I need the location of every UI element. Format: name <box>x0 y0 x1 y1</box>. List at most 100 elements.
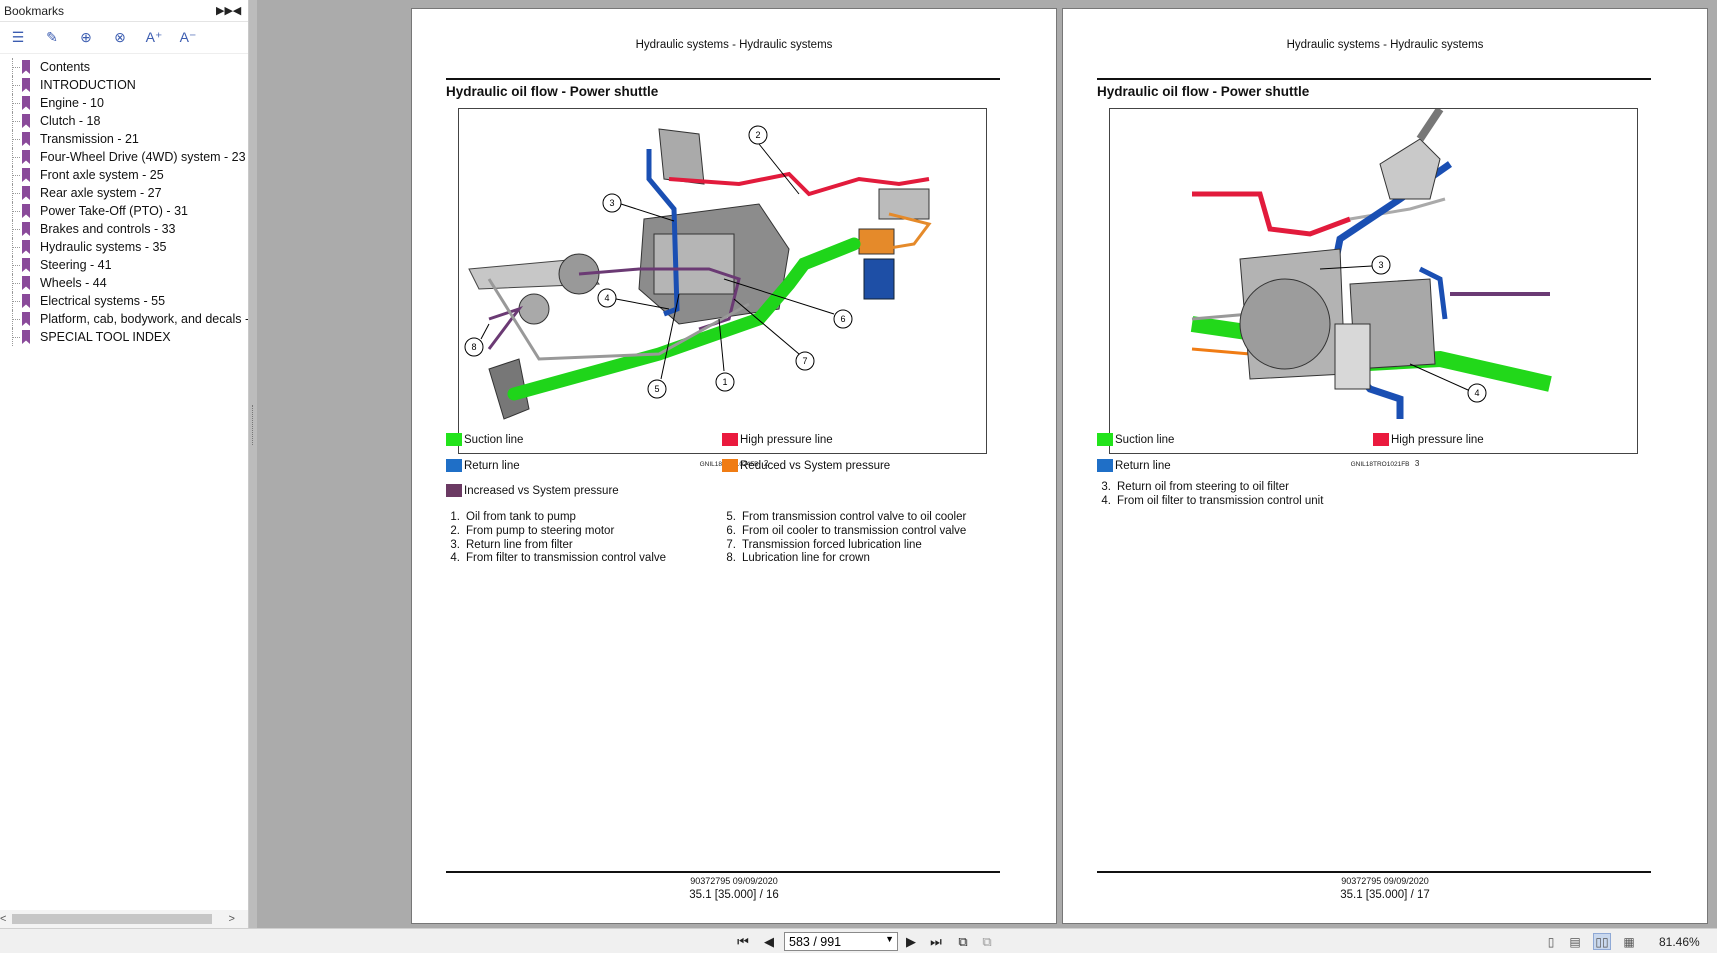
prev-page-icon[interactable]: ◀ <box>764 934 774 949</box>
collapse-panel-icon[interactable]: ◀ <box>232 5 242 17</box>
list-item: 4.From filter to transmission control va… <box>450 552 667 565</box>
continuous-facing-icon[interactable]: ▦ <box>1623 934 1635 949</box>
bookmark-icon <box>22 96 30 110</box>
hydraulic-diagram-figure: 3 4 <box>1109 108 1638 454</box>
callout-4: 4 <box>604 293 609 303</box>
legend-reduced: Reduced vs System pressure <box>722 459 890 472</box>
bookmark-properties-icon[interactable]: ⊗ <box>114 29 126 45</box>
bookmark-item[interactable]: Rear axle system - 27 <box>0 184 248 202</box>
bookmark-item[interactable]: SPECIAL TOOL INDEX <box>0 328 248 346</box>
bookmark-item[interactable]: Platform, cab, bodywork, and decals - <box>0 310 248 328</box>
increase-text-icon[interactable]: A⁺ <box>145 29 163 45</box>
bookmark-icon <box>22 168 30 182</box>
legend-high-pressure: High pressure line <box>722 433 833 446</box>
previous-view-icon[interactable]: ⧉ <box>958 934 968 949</box>
panel-splitter[interactable] <box>249 0 257 928</box>
scroll-right-icon[interactable]: > <box>228 913 235 925</box>
bookmark-icon <box>22 222 30 236</box>
page-indicator: 583 / 991 <box>789 934 842 949</box>
footer-page-number: 35.1 [35.000] / 17 <box>1340 889 1430 901</box>
callout-7: 7 <box>802 356 807 366</box>
footer-rule <box>446 871 1000 873</box>
callout-list-b: 5.From transmission control valve to oil… <box>718 511 966 566</box>
callout-4: 4 <box>1474 388 1479 398</box>
bookmark-icon <box>22 132 30 146</box>
legend-return: Return line <box>1097 459 1171 472</box>
bookmark-item[interactable]: Electrical systems - 55 <box>0 292 248 310</box>
bookmark-icon <box>22 204 30 218</box>
reduced-swatch <box>722 459 738 472</box>
page-header: Hydraulic systems - Hydraulic systems <box>635 39 833 51</box>
header-rule <box>1097 78 1651 80</box>
bookmark-icon <box>22 240 30 254</box>
bookmark-icon <box>22 312 30 326</box>
scroll-left-icon[interactable]: < <box>0 913 7 925</box>
first-page-icon[interactable]: ⏮ <box>737 934 749 949</box>
zoom-level[interactable]: 81.46% <box>1659 935 1700 949</box>
continuous-icon[interactable]: ▤ <box>1569 934 1581 949</box>
page-number-input[interactable]: 583 / 991 ▼ <box>784 932 898 951</box>
bookmark-item[interactable]: Transmission - 21 <box>0 130 248 148</box>
return-line <box>646 149 680 317</box>
splitter-grip[interactable] <box>252 405 254 445</box>
list-item: 7.Transmission forced lubrication line <box>726 538 922 551</box>
chevron-down-icon[interactable]: ▼ <box>885 934 894 944</box>
last-page-icon[interactable]: ⏭ <box>930 934 942 949</box>
single-page-icon[interactable]: ▯ <box>1547 934 1555 949</box>
options-icon[interactable]: ☰ <box>11 29 25 45</box>
bookmark-item[interactable]: Steering - 41 <box>0 256 248 274</box>
figure-number: 3 <box>1414 459 1420 468</box>
next-view-icon[interactable]: ⧉ <box>982 934 992 949</box>
bookmark-label: Platform, cab, bodywork, and decals - <box>40 312 248 326</box>
bookmark-item[interactable]: Hydraulic systems - 35 <box>0 238 248 256</box>
callout-2: 2 <box>755 130 760 140</box>
high-pressure-line <box>1192 191 1351 237</box>
next-page-icon[interactable]: ▶ <box>906 934 916 949</box>
list-item: 1.Oil from tank to pump <box>450 511 576 523</box>
bookmarks-title: Bookmarks <box>4 3 65 18</box>
facing-pages-icon[interactable]: ▯▯ <box>1593 933 1611 950</box>
decrease-text-icon[interactable]: A⁻ <box>179 29 197 45</box>
bookmark-label: Contents <box>40 60 91 74</box>
list-item: 8.Lubrication line for crown <box>726 552 870 565</box>
callout-6: 6 <box>840 314 845 324</box>
bookmark-item[interactable]: INTRODUCTION <box>0 76 248 94</box>
bookmark-icon <box>22 186 30 200</box>
bookmarks-header: Bookmarks ▶▶ ◀ <box>0 0 248 22</box>
list-item: 3.Return oil from steering to oil filter <box>1101 481 1289 493</box>
footer-code: 90372795 09/09/2020 <box>690 876 778 886</box>
bookmark-item[interactable]: Power Take-Off (PTO) - 31 <box>0 202 248 220</box>
bookmark-icon <box>22 78 30 92</box>
callout-5: 5 <box>654 384 659 394</box>
bookmark-label: SPECIAL TOOL INDEX <box>40 330 171 344</box>
bookmark-item[interactable]: Clutch - 18 <box>0 112 248 130</box>
legend-suction: Suction line <box>1097 433 1174 446</box>
page-title: Hydraulic oil flow - Power shuttle <box>446 84 659 99</box>
bookmark-icon <box>22 294 30 308</box>
list-item: 6.From oil cooler to transmission contro… <box>726 524 967 537</box>
bookmark-item[interactable]: Front axle system - 25 <box>0 166 248 184</box>
callout-1: 1 <box>722 377 727 387</box>
legend-label: Return line <box>464 459 520 472</box>
bookmark-item[interactable]: Engine - 10 <box>0 94 248 112</box>
callout-8: 8 <box>471 342 476 352</box>
bookmarks-horizontal-scrollbar[interactable]: < > <box>0 910 248 928</box>
bookmark-icon <box>22 114 30 128</box>
legend-label: High pressure line <box>1391 433 1484 446</box>
legend-label: Suction line <box>464 433 524 446</box>
scrollbar-thumb[interactable] <box>12 914 213 924</box>
expand-panel-icon[interactable]: ▶▶ <box>216 5 233 17</box>
bookmark-icon <box>22 60 30 74</box>
bookmark-item[interactable]: Four-Wheel Drive (4WD) system - 23 <box>0 148 248 166</box>
callout-list-a: 3.Return oil from steering to oil filter… <box>1093 481 1323 509</box>
legend-high-pressure: High pressure line <box>1373 433 1484 446</box>
bookmark-item[interactable]: Wheels - 44 <box>0 274 248 292</box>
legend-label: Return line <box>1115 459 1171 472</box>
high-pressure-swatch <box>1373 433 1389 446</box>
legend-return: Return line <box>446 459 520 472</box>
increased-swatch <box>446 484 462 497</box>
bookmark-item[interactable]: Brakes and controls - 33 <box>0 220 248 238</box>
find-bookmark-icon[interactable]: ⊕ <box>80 29 92 45</box>
bookmark-item[interactable]: Contents <box>0 58 248 76</box>
expand-bookmark-icon[interactable]: ✎ <box>46 29 58 45</box>
